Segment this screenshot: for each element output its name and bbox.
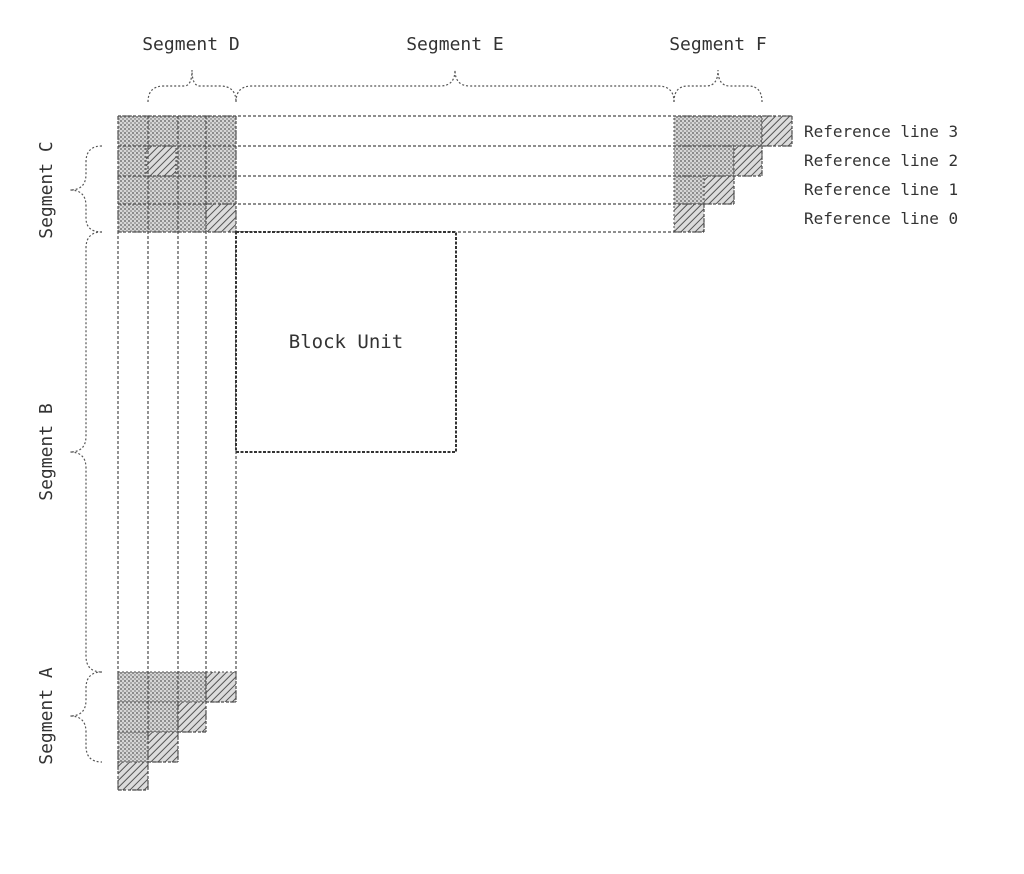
segment-a-cells [117,671,237,791]
segment-f-cells [673,115,793,233]
block-unit-label: Block Unit [289,331,403,353]
segment-c-label: Segment C [36,141,57,239]
top-braces [147,69,763,103]
reference-line-2-label: Reference line 2 [804,151,958,170]
reference-line-3-label: Reference line 3 [804,122,958,141]
vertical-reference-lines [117,116,237,791]
segment-e-brace [235,69,675,103]
segment-a-label: Segment A [36,667,57,765]
reference-line-0-label: Reference line 0 [804,209,958,228]
segment-d-label: Segment D [142,34,240,55]
segment-c-brace [69,145,103,233]
segment-b-brace [69,231,103,673]
segment-f-brace [673,69,763,103]
segment-e-label: Segment E [406,34,504,55]
segment-b-label: Segment B [36,403,57,501]
reference-line-labels: Reference line 3 Reference line 2 Refere… [804,122,958,228]
left-braces [69,145,103,763]
block-unit [235,231,457,453]
segment-f-label: Segment F [669,34,767,55]
reference-line-1-label: Reference line 1 [804,180,958,199]
horizontal-reference-lines [118,115,793,233]
segment-d-brace [147,69,237,103]
segment-a-brace [69,671,103,763]
segment-c-cells [117,115,237,233]
